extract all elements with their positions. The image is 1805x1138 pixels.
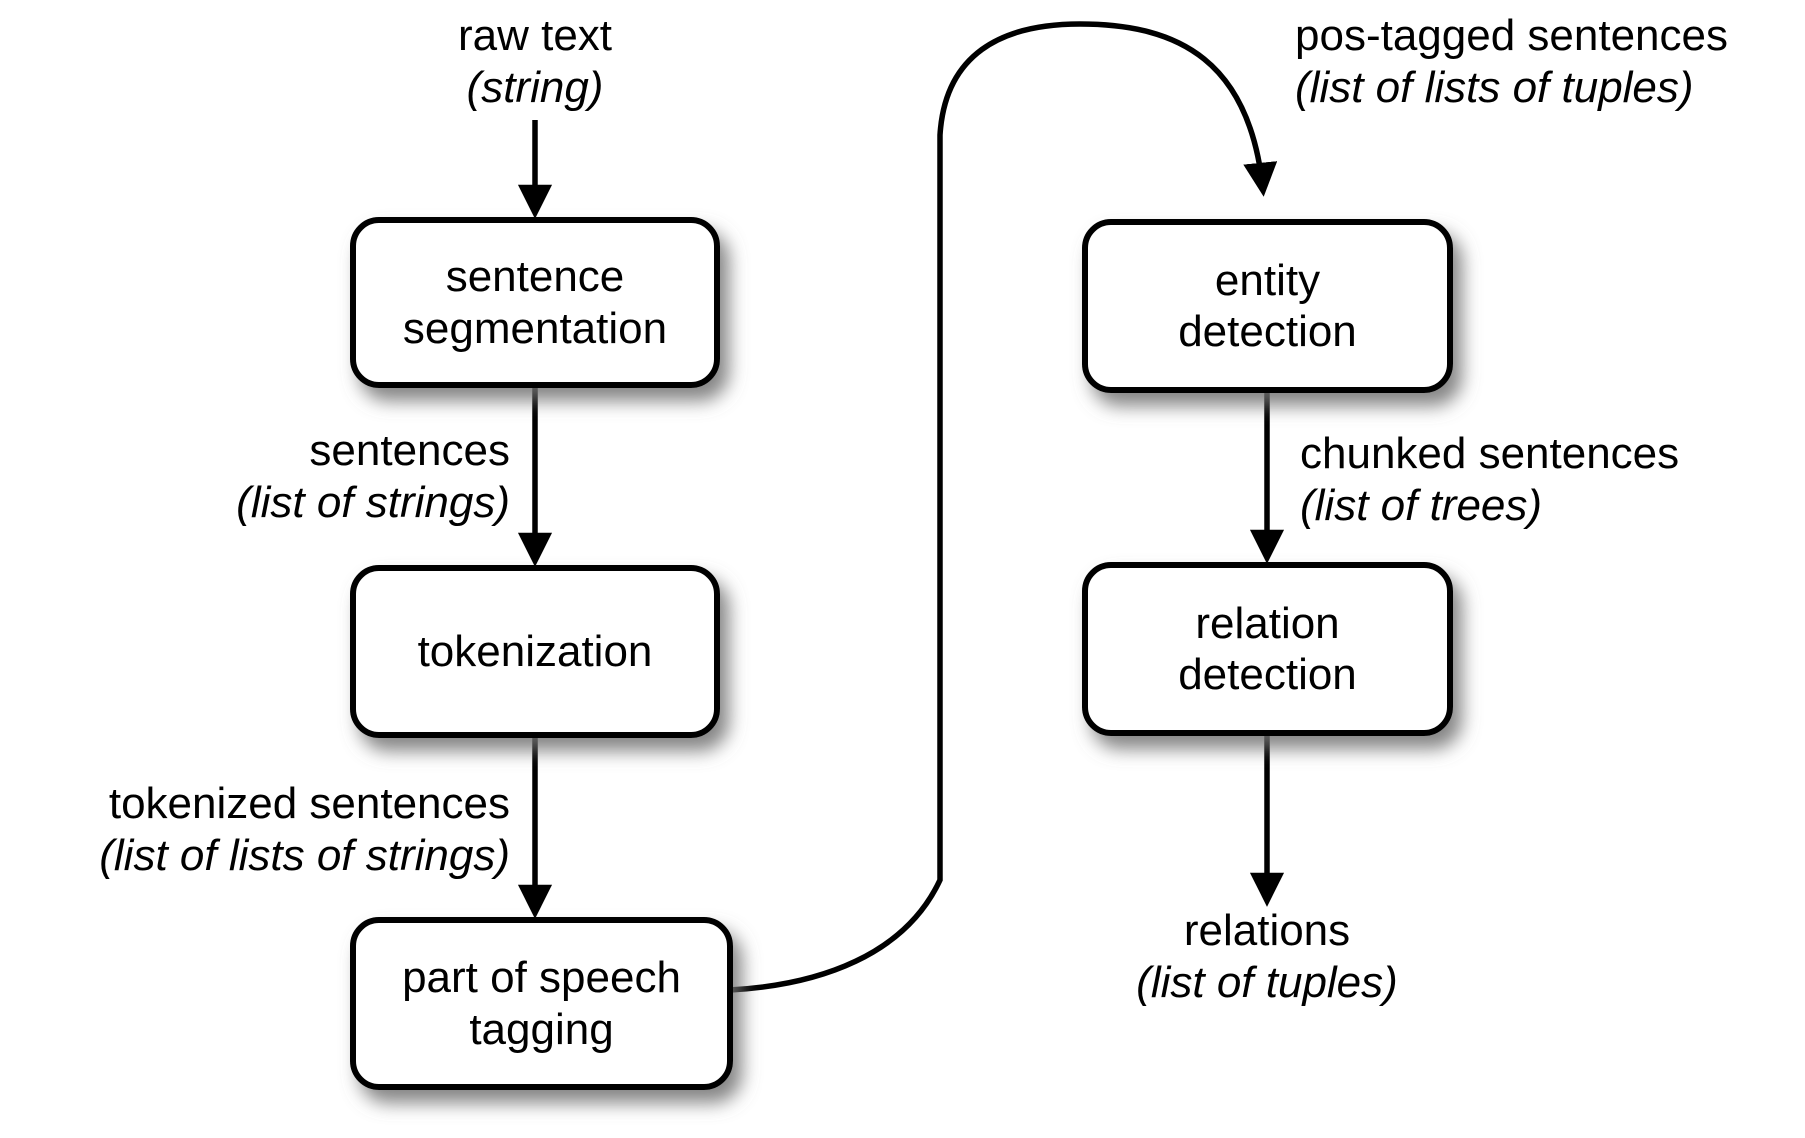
edge-label-type: (list of strings) [236,477,510,527]
edge-label-name: tokenized sentences [108,779,510,828]
edge-label-type: (list of lists of strings) [99,830,510,880]
node-box-entity-detection[interactable] [1082,219,1453,393]
edge-label-name: relations [1183,906,1351,955]
node-box-tokenization[interactable] [350,565,720,738]
edge-label-type: (list of trees) [1300,480,1543,530]
edge-label-name: chunked sentences [1300,429,1680,478]
edge-label-relations: relations (list of tuples) [1017,905,1517,1009]
edge-label-sentences: sentences (list of strings) [110,425,510,529]
edge-label-name: pos-tagged sentences [1295,11,1728,60]
edge-label-type: (list of tuples) [1136,957,1398,1007]
edge-label-pos-tagged-sentences: pos-tagged sentences (list of lists of t… [1295,10,1805,114]
node-box-part-of-speech-tagging[interactable] [350,917,733,1090]
nodes-layer [350,217,1453,1090]
edge-label-tokenized-sentences: tokenized sentences (list of lists of st… [20,778,510,882]
node-box-relation-detection[interactable] [1082,562,1453,736]
edge-pos-tagging-to-entity-detection [729,21,1278,993]
edges-layer [517,21,1285,993]
edge-label-name: sentences [309,426,510,475]
edge-label-chunked-sentences: chunked sentences (list of trees) [1300,428,1805,532]
edge-label-raw-text: raw text (string) [335,10,735,114]
edge-label-name: raw text [457,11,613,60]
edge-label-type: (list of lists of tuples) [1295,62,1694,112]
node-box-sentence-segmentation[interactable] [350,217,720,388]
edge-label-type: (string) [466,62,604,112]
